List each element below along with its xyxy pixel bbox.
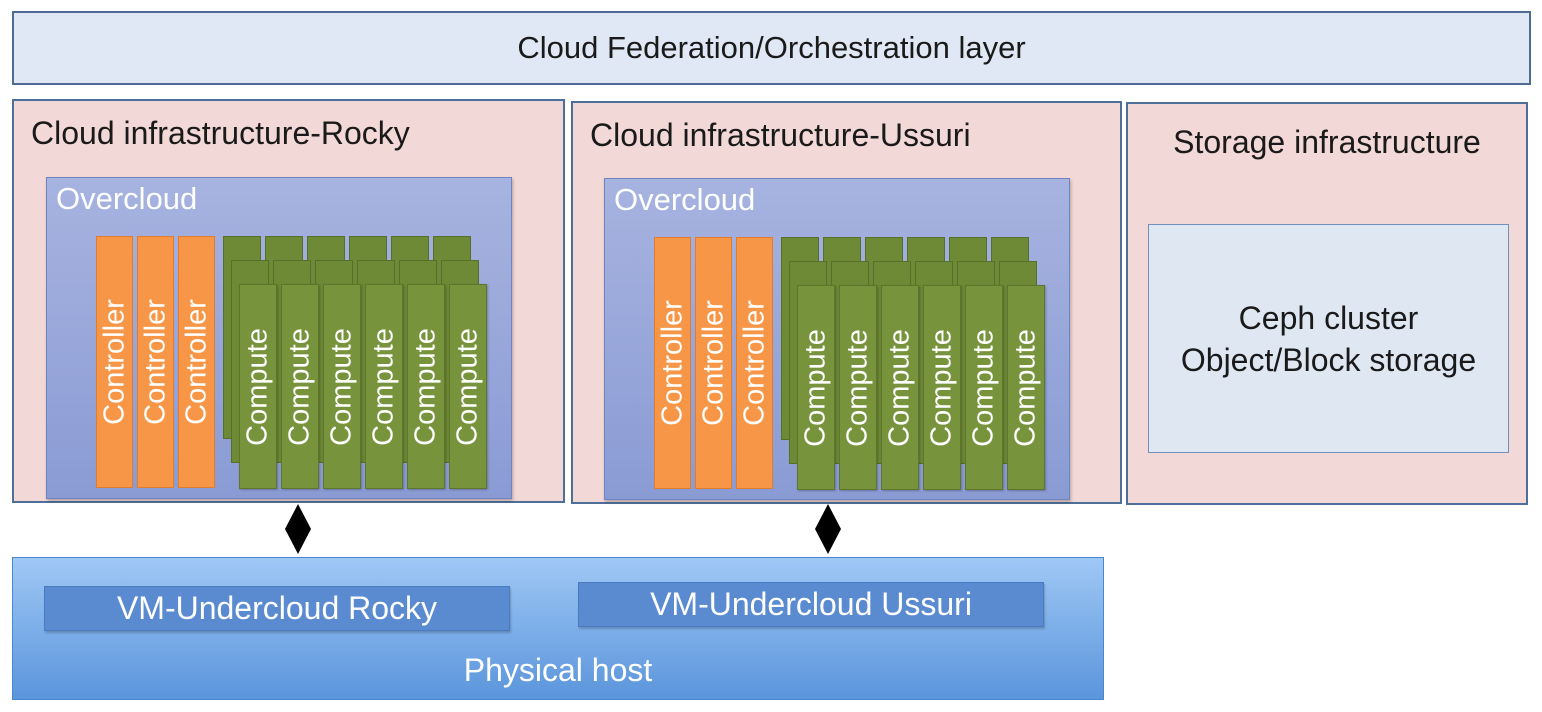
compute-rack-label: Compute xyxy=(799,328,832,447)
compute-rack: Compute xyxy=(365,284,403,489)
compute-rack-label: Compute xyxy=(967,328,1000,447)
ceph-cluster-line2: Object/Block storage xyxy=(1180,341,1477,378)
federation-label: Cloud Federation/Orchestration layer xyxy=(517,30,1026,65)
controller-rack-label: Controller xyxy=(139,299,171,425)
overcloud-ussuri-label: Overcloud xyxy=(614,182,756,217)
vm-undercloud-ussuri: VM-Undercloud Ussuri xyxy=(578,582,1044,627)
controller-rack: Controller xyxy=(137,236,174,488)
compute-rack: Compute xyxy=(407,284,445,489)
compute-rack-label: Compute xyxy=(283,327,316,446)
controller-rack: Controller xyxy=(178,236,215,488)
vm-undercloud-ussuri-label: VM-Undercloud Ussuri xyxy=(650,586,972,622)
connector-rocky-icon xyxy=(285,504,311,554)
cloud-infra-rocky: Cloud infrastructure-Rocky Overcloud Con… xyxy=(12,99,565,503)
compute-rack: Compute xyxy=(797,285,835,490)
compute-rack-label: Compute xyxy=(241,327,274,446)
physical-host: VM-Undercloud Rocky VM-Undercloud Ussuri… xyxy=(12,557,1104,700)
compute-rack-label: Compute xyxy=(367,327,400,446)
ceph-cluster-line1: Ceph cluster xyxy=(1238,299,1419,336)
cloud-infra-ussuri-title: Cloud infrastructure-Ussuri xyxy=(590,117,971,153)
controller-rack: Controller xyxy=(96,236,133,488)
compute-rack: Compute xyxy=(923,285,961,490)
overcloud-ussuri: Overcloud Controller Controller Controller… xyxy=(604,178,1070,500)
compute-rack: Compute xyxy=(323,284,361,489)
federation-layer: Cloud Federation/Orchestration layer xyxy=(12,11,1531,85)
storage-infra: Storage infrastructure Ceph cluster Obje… xyxy=(1126,102,1528,505)
compute-rack-label: Compute xyxy=(1009,328,1042,447)
controller-rack: Controller xyxy=(736,237,773,489)
compute-rack: Compute xyxy=(839,285,877,490)
storage-infra-title: Storage infrastructure xyxy=(1173,124,1481,160)
compute-rack: Compute xyxy=(881,285,919,490)
compute-rack: Compute xyxy=(965,285,1003,490)
controller-rack: Controller xyxy=(695,237,732,489)
vm-undercloud-rocky: VM-Undercloud Rocky xyxy=(44,586,510,631)
controller-rack: Controller xyxy=(654,237,691,489)
overcloud-rocky: Overcloud Controller Controller Controller… xyxy=(46,177,512,499)
controller-rack-label: Controller xyxy=(656,300,688,426)
ceph-cluster-box: Ceph cluster Object/Block storage xyxy=(1148,224,1509,453)
compute-rack-label: Compute xyxy=(409,327,442,446)
cloud-infra-ussuri: Cloud infrastructure-Ussuri Overcloud Co… xyxy=(571,101,1122,504)
vm-undercloud-rocky-label: VM-Undercloud Rocky xyxy=(116,590,438,626)
compute-rack-label: Compute xyxy=(451,327,484,446)
compute-rack-label: Compute xyxy=(883,328,916,447)
cloud-infra-rocky-title: Cloud infrastructure-Rocky xyxy=(31,115,410,151)
compute-rack: Compute xyxy=(281,284,319,489)
compute-rack: Compute xyxy=(1007,285,1045,490)
controller-rack-label: Controller xyxy=(738,300,770,426)
overcloud-rocky-label: Overcloud xyxy=(56,181,198,216)
controller-rack-label: Controller xyxy=(697,300,729,426)
controller-rack-label: Controller xyxy=(180,299,212,425)
compute-rack: Compute xyxy=(449,284,487,489)
compute-rack-label: Compute xyxy=(325,327,358,446)
physical-host-label: Physical host xyxy=(463,652,653,688)
connector-ussuri-icon xyxy=(815,504,841,554)
compute-rack: Compute xyxy=(239,284,277,489)
compute-rack-label: Compute xyxy=(841,328,874,447)
compute-rack-label: Compute xyxy=(925,328,958,447)
controller-rack-label: Controller xyxy=(98,299,130,425)
